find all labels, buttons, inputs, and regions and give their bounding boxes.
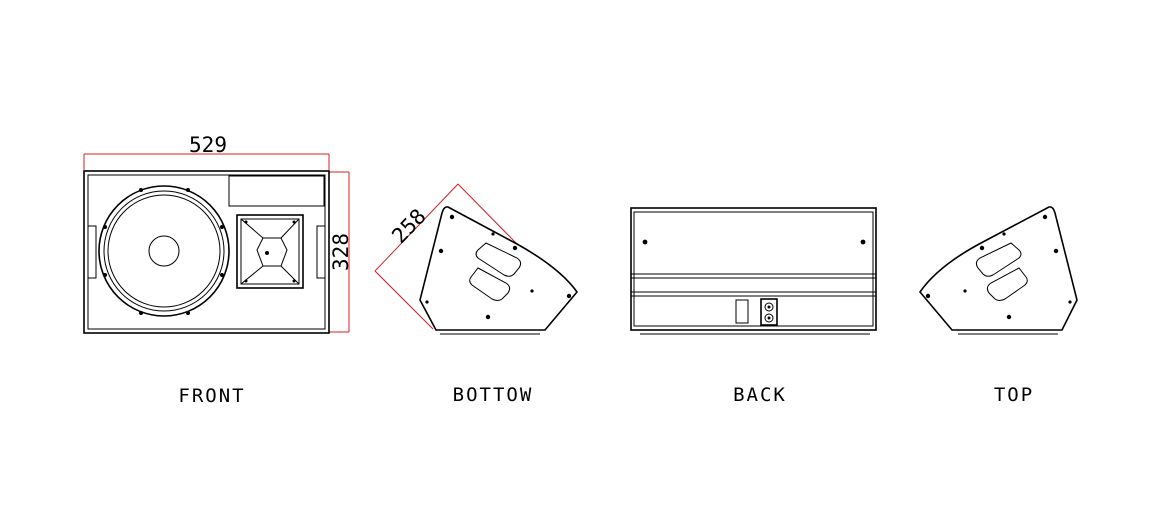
front-port bbox=[228, 175, 325, 207]
front-handle-left bbox=[87, 225, 97, 279]
top-cabinet bbox=[918, 206, 1078, 331]
bottom-angle-dim-line bbox=[374, 183, 459, 272]
back-connector-panel bbox=[760, 298, 778, 326]
bottom-angle-dim-ext-right bbox=[457, 183, 518, 245]
front-handle-right bbox=[316, 225, 326, 279]
woofer-frame bbox=[98, 185, 230, 317]
horn-center-dot bbox=[265, 251, 269, 255]
bottom-screws bbox=[425, 214, 572, 320]
woofer-cone bbox=[107, 194, 221, 308]
front-width-dim: 529 bbox=[189, 133, 227, 157]
bottom-angle-dim-ext-left bbox=[374, 270, 434, 330]
back-screw-left bbox=[642, 239, 648, 245]
front-cabinet bbox=[83, 170, 330, 334]
bottom-view: 258 bbox=[374, 183, 579, 335]
front-height-dim: 328 bbox=[329, 233, 353, 271]
top-view bbox=[918, 206, 1078, 335]
bottom-label: BOTTOW bbox=[453, 384, 534, 406]
horn-mouth bbox=[240, 218, 300, 285]
top-label: TOP bbox=[994, 384, 1034, 406]
back-label: BACK bbox=[733, 384, 787, 406]
horn-flange bbox=[236, 214, 304, 289]
top-handle-lower bbox=[986, 267, 1028, 301]
back-connector-1 bbox=[764, 302, 774, 312]
top-handle-upper bbox=[975, 242, 1022, 277]
back-label-plate bbox=[735, 299, 749, 324]
front-label: FRONT bbox=[178, 385, 245, 407]
front-view: 529 328 bbox=[83, 133, 353, 334]
bottom-handle-upper bbox=[475, 242, 522, 277]
woofer-surround bbox=[103, 190, 225, 312]
bottom-angle-dim: 258 bbox=[387, 204, 431, 248]
woofer-bolts bbox=[103, 188, 224, 315]
woofer-dustcap bbox=[148, 235, 180, 267]
top-screws bbox=[925, 214, 1072, 320]
horn-throat bbox=[256, 237, 288, 267]
back-screw-right bbox=[860, 239, 866, 245]
back-cabinet bbox=[630, 207, 877, 331]
back-view bbox=[630, 207, 877, 335]
bottom-handle-lower bbox=[469, 267, 511, 301]
back-connector-2 bbox=[764, 313, 774, 323]
front-cabinet-inner bbox=[87, 174, 326, 330]
